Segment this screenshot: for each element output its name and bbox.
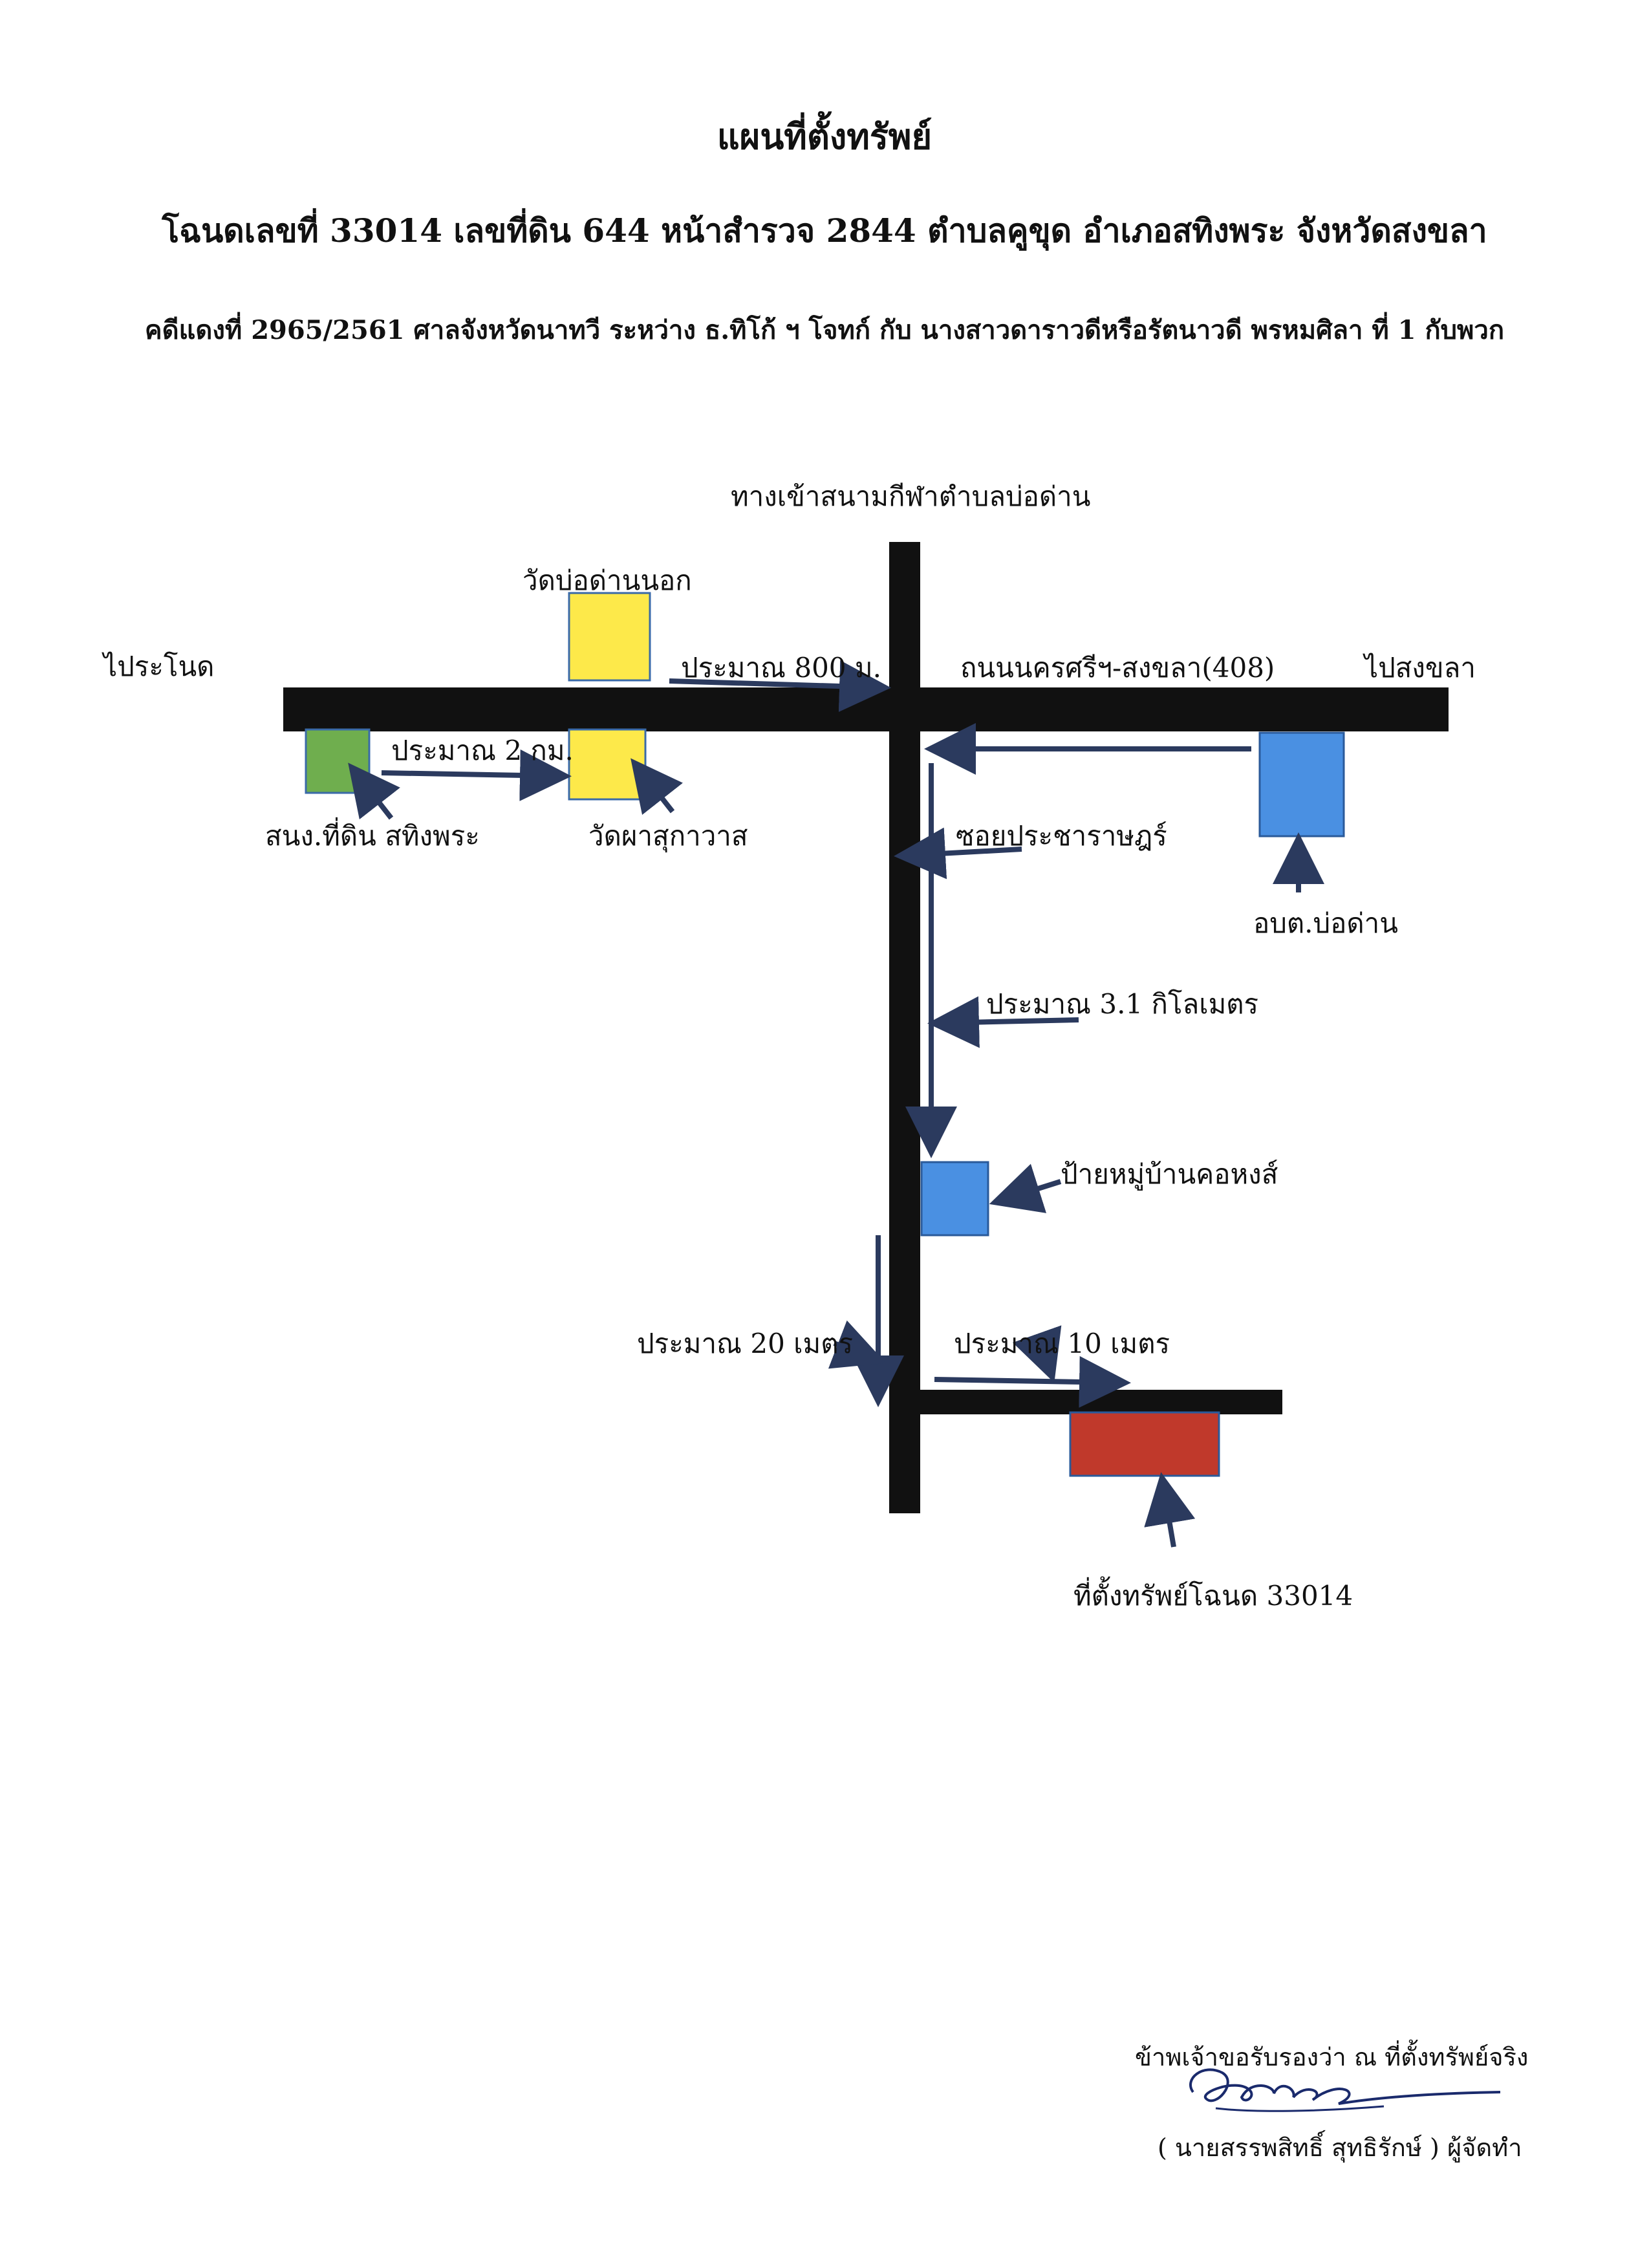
- approx-10m-label: ประมาณ 10 เมตร: [954, 1328, 1170, 1359]
- arrow-property: [1144, 1472, 1196, 1548]
- approx-20m-label: ประมาณ 20 เมตร: [637, 1328, 854, 1359]
- arrow-3-1km: [927, 996, 1079, 1048]
- deed-line: โฉนดเลขที่ 33014 เลขที่ดิน 644 หน้าสำรวจ…: [162, 211, 1487, 250]
- obt-marker: [1258, 731, 1345, 837]
- arrow-wat-pha-suk: [630, 758, 683, 815]
- wat-pha-suk-marker: [568, 728, 647, 801]
- wat-bo-dan-nok-label: วัดบ่อด่านนอก: [523, 565, 692, 596]
- wat-pha-suk-label: วัดผาสุกาวาส: [588, 820, 748, 852]
- property-label: ที่ตั้งทรัพย์โฉนด 33014: [1073, 1580, 1353, 1612]
- arrow-10m-label: [1012, 1325, 1062, 1383]
- north-road-label: ทางเข้าสนามกีฬาตำบลบ่อด่าน: [731, 481, 1091, 512]
- signature-icon: [1189, 2068, 1501, 2112]
- wat-bo-dan-nok-marker: [568, 592, 651, 682]
- to-ranot-label: ไประโนด: [103, 651, 215, 682]
- obt-label: อบต.บ่อด่าน: [1253, 907, 1398, 939]
- soi-label: ซอยประชาราษฎร์: [956, 820, 1167, 852]
- case-line: คดีแดงที่ 2965/2561 ศาลจังหวัดนาทวี ระหว…: [144, 315, 1505, 345]
- approx-800m-label: ประมาณ 800 ม.: [681, 652, 881, 684]
- property-side-road: [920, 1390, 1282, 1414]
- arrow-10m: [934, 1355, 1131, 1408]
- north-south-road: [889, 542, 920, 1513]
- to-songkhla-label: ไปสงขลา: [1364, 652, 1476, 684]
- village-sign-label: ป้ายหมู่บ้านคอหงส์: [1061, 1158, 1278, 1190]
- property-marker: [1069, 1411, 1220, 1477]
- page-title: แผนที่ตั้งทรัพย์: [717, 116, 932, 157]
- approx-3-1km-label: ประมาณ 3.1 กิโลเมตร: [986, 988, 1259, 1020]
- arrow-land-office: [348, 762, 400, 820]
- land-office-label: สนง.ที่ดิน สทิงพระ: [265, 820, 480, 852]
- signer-name: ( นายสรรพสิทธิ์ สุทธิรักษ์ ) ผู้จัดทำ: [1158, 2133, 1522, 2162]
- land-office-marker: [305, 728, 371, 794]
- village-sign-marker: [920, 1161, 989, 1237]
- arrow-800m: [669, 660, 891, 713]
- arrow-village-sign: [989, 1163, 1062, 1213]
- arrow-soi-label: [894, 827, 1022, 880]
- approx-2km-label: ประมาณ 2 กม.: [391, 735, 574, 766]
- main-road: [283, 687, 1449, 731]
- main-road-label: ถนนนครศรีฯ-สงขลา(408): [960, 652, 1275, 684]
- arrow-20m-label: [828, 1320, 886, 1369]
- arrow-2km: [381, 749, 572, 801]
- certification-statement: ข้าพเจ้าขอรับรองว่า ณ ที่ตั้งทรัพย์จริง: [1135, 2043, 1529, 2071]
